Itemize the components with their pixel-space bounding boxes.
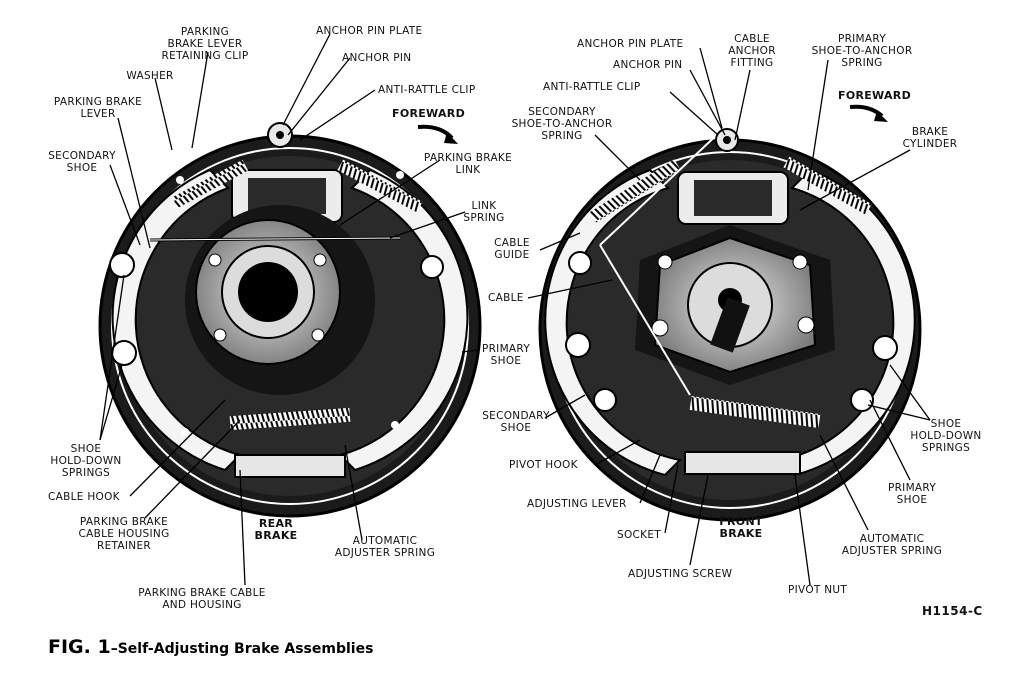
front-adjuster-spring <box>689 396 821 428</box>
rear-label-cable-hook: CABLE HOOK <box>48 491 120 503</box>
front-label-hold-down: SHOE HOLD-DOWN SPRINGS <box>910 418 982 454</box>
rear-brake-title: REAR BRAKE <box>254 517 298 542</box>
front-label-primary-shoe: PRIMARY SHOE <box>887 482 937 506</box>
front-label-adjusting-lever: ADJUSTING LEVER <box>527 498 627 510</box>
front-label-adjuster-spring: AUTOMATIC ADJUSTER SPRING <box>841 533 943 557</box>
front-label-cable-anchor: CABLE ANCHOR FITTING <box>728 33 776 69</box>
front-secondary-spring <box>589 159 681 223</box>
front-label-secondary-shoe: SECONDARY SHOE <box>482 410 550 434</box>
front-label-anti-rattle: ANTI-RATTLE CLIP <box>543 81 641 93</box>
rear-secondary-spring <box>171 159 249 209</box>
rear-label-anchor-pin: ANCHOR PIN <box>342 52 412 64</box>
figure-caption-text: –Self-Adjusting Brake Assemblies <box>110 641 374 657</box>
front-label-foreward: FOREWARD <box>838 89 912 102</box>
rear-label-link: PARKING BRAKE LINK <box>423 152 513 176</box>
front-label-pivot-nut: PIVOT NUT <box>788 584 848 596</box>
rear-label-washer: WASHER <box>126 70 174 82</box>
rear-label-lever: PARKING BRAKE LEVER <box>53 96 143 120</box>
figure-caption: FIG. 1–Self-Adjusting Brake Assemblies <box>48 636 373 658</box>
rear-label-adjuster-spring: AUTOMATIC ADJUSTER SPRING <box>334 535 436 559</box>
rear-adjuster-spring <box>229 407 351 431</box>
front-primary-spring <box>783 156 872 215</box>
front-brake-assembly <box>538 128 922 522</box>
rear-primary-spring <box>337 159 423 213</box>
front-cable <box>599 129 723 246</box>
figure-number: FIG. 1 <box>48 636 111 658</box>
front-brake-title: FRONT BRAKE <box>719 515 763 540</box>
leader-lines <box>99 33 931 586</box>
front-label-primary-spring: PRIMARY SHOE-TO-ANCHOR SPRING <box>811 33 913 69</box>
front-label-socket: SOCKET <box>617 529 661 541</box>
rear-label-secondary-shoe: SECONDARY SHOE <box>48 150 116 174</box>
front-label-adjusting-screw: ADJUSTING SCREW <box>628 568 733 580</box>
front-label-anchor-pin: ANCHOR PIN <box>613 59 683 71</box>
rear-brake-assembly <box>98 122 482 518</box>
rear-label-retaining-clip: PARKING BRAKE LEVER RETAINING CLIP <box>161 26 249 62</box>
front-label-pivot-hook: PIVOT HOOK <box>509 459 578 471</box>
front-label-anchor-pin-plate: ANCHOR PIN PLATE <box>577 38 684 50</box>
rear-label-anti-rattle: ANTI-RATTLE CLIP <box>378 84 476 96</box>
rear-label-primary-shoe: PRIMARY SHOE <box>481 343 531 367</box>
rear-label-hold-down: SHOE HOLD-DOWN SPRINGS <box>50 443 122 479</box>
rear-label-link-spring: LINK SPRING <box>463 200 505 224</box>
rear-label-housing-retainer: PARKING BRAKE CABLE HOUSING RETAINER <box>78 516 170 552</box>
front-label-secondary-spring: SECONDARY SHOE-TO-ANCHOR SPRING <box>511 106 613 142</box>
front-label-brake-cylinder: BRAKE CYLINDER <box>902 126 958 150</box>
front-label-cable: CABLE <box>488 292 524 304</box>
figure-code: H1154-C <box>922 604 983 618</box>
rear-label-foreward: FOREWARD <box>392 107 466 120</box>
rear-label-cable-housing: PARKING BRAKE CABLE AND HOUSING <box>138 587 266 611</box>
front-label-cable-guide: CABLE GUIDE <box>494 237 530 261</box>
rear-label-anchor-pin-plate: ANCHOR PIN PLATE <box>316 25 423 37</box>
